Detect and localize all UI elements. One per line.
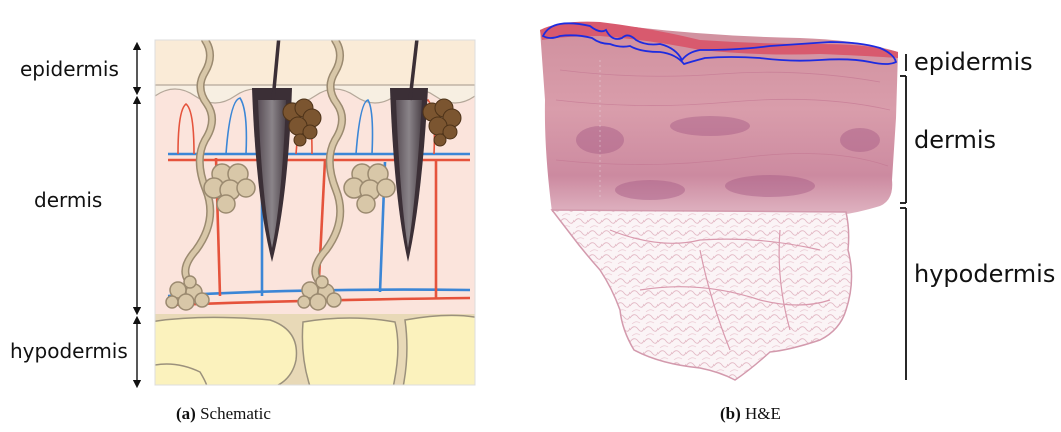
he-label-dermis: dermis	[914, 126, 996, 154]
caption-schematic: (a) Schematic	[176, 404, 271, 424]
caption-he-tag: (b)	[720, 404, 741, 423]
caption-he: (b) H&E	[720, 404, 781, 424]
caption-schematic-text: Schematic	[200, 404, 271, 423]
he-label-epidermis: epidermis	[914, 48, 1033, 76]
caption-he-text: H&E	[745, 404, 781, 423]
caption-schematic-tag: (a)	[176, 404, 196, 423]
he-label-hypodermis: hypodermis	[914, 260, 1055, 288]
he-layer-bracket	[900, 54, 906, 380]
he-hypodermis-tissue	[552, 210, 852, 380]
